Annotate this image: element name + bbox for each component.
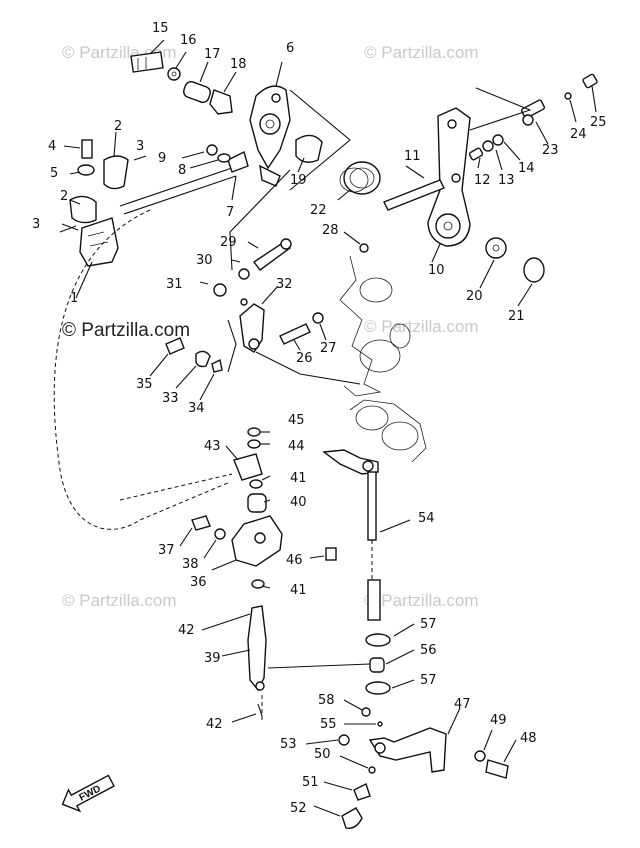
- part-label: 39: [204, 651, 221, 666]
- part-label: 56: [420, 643, 437, 658]
- part-label: 14: [518, 161, 535, 176]
- part-label: 32: [276, 277, 293, 292]
- part-label: 23: [542, 143, 559, 158]
- part-label: 3: [32, 217, 40, 232]
- part-label: 57: [420, 673, 437, 688]
- watermark: © Partzilla.com: [364, 317, 479, 336]
- part-label: 51: [302, 775, 319, 790]
- part-label: 57: [420, 617, 437, 632]
- part-label: 18: [230, 57, 247, 72]
- watermark: © Partzilla.com: [364, 43, 479, 62]
- shift-cable: [53, 209, 231, 530]
- part-label: 37: [158, 543, 175, 558]
- part-label: 47: [454, 697, 471, 712]
- part-label: 30: [196, 253, 213, 268]
- part-labels: 1 2 2 3 3 4 5 6 7 8 9 10 11 12 13 14 15 …: [32, 21, 607, 816]
- part-label: 16: [180, 33, 197, 48]
- part-label: 4: [48, 139, 56, 154]
- part-label: 21: [508, 309, 525, 324]
- part-label: 28: [322, 223, 339, 238]
- watermark-main: © Partzilla.com: [62, 320, 190, 341]
- part-label: 35: [136, 377, 153, 392]
- part-label: 1: [70, 291, 78, 306]
- part-label: 38: [182, 557, 199, 572]
- part-label: 58: [318, 693, 335, 708]
- part-label: 10: [428, 263, 445, 278]
- part-label: 11: [404, 149, 421, 164]
- part-label: 13: [498, 173, 515, 188]
- part-label: 50: [314, 747, 331, 762]
- part-label: 52: [290, 801, 307, 816]
- part-label: 48: [520, 731, 537, 746]
- part-label: 46: [286, 553, 303, 568]
- part-label: 9: [158, 151, 166, 166]
- part-label: 22: [310, 203, 327, 218]
- watermark: © Partzilla.com: [62, 591, 177, 610]
- part-label: 43: [204, 439, 221, 454]
- part-label: 54: [418, 511, 435, 526]
- part-label: 42: [178, 623, 195, 638]
- part-label: 12: [474, 173, 491, 188]
- part-label: 17: [204, 47, 221, 62]
- part-label: 33: [162, 391, 179, 406]
- part-label: 31: [166, 277, 183, 292]
- center-linkage-group: [149, 169, 369, 401]
- part-label: 8: [178, 163, 186, 178]
- part-label: 45: [288, 413, 305, 428]
- part-label: 29: [220, 235, 237, 250]
- part-label: 15: [152, 21, 169, 36]
- part-label: 25: [590, 115, 607, 130]
- part-label: 2: [114, 119, 122, 134]
- part-label: 34: [188, 401, 205, 416]
- part-label: 55: [320, 717, 337, 732]
- part-label: 7: [226, 205, 234, 220]
- watermark: © Partzilla.com: [364, 591, 479, 610]
- part-label: 2: [60, 189, 68, 204]
- part-label: 20: [466, 289, 483, 304]
- part-label: 44: [288, 439, 305, 454]
- engine-outline: [339, 255, 427, 463]
- part-label: 24: [570, 127, 587, 142]
- shift-bracket-group: [179, 427, 371, 723]
- bracket-assembly: [59, 131, 237, 299]
- shift-rod-group: [305, 449, 517, 829]
- control-lever-group: [337, 73, 598, 307]
- part-label: 41: [290, 583, 307, 598]
- part-label: 53: [280, 737, 297, 752]
- part-label: 3: [136, 139, 144, 154]
- part-label: 19: [290, 173, 307, 188]
- part-label: 36: [190, 575, 207, 590]
- part-label: 6: [286, 41, 294, 56]
- part-label: 27: [320, 341, 337, 356]
- part-label: 42: [206, 717, 223, 732]
- part-label: 26: [296, 351, 313, 366]
- throttle-lever-group: [130, 39, 351, 201]
- fwd-label: FWD: [78, 783, 103, 803]
- watermark-group: © Partzilla.com © Partzilla.com © Partzi…: [62, 43, 479, 610]
- part-label: 49: [490, 713, 507, 728]
- part-label: 40: [290, 495, 307, 510]
- part-label: 41: [290, 471, 307, 486]
- part-label: 5: [50, 166, 58, 181]
- fwd-arrow: FWD: [61, 774, 115, 813]
